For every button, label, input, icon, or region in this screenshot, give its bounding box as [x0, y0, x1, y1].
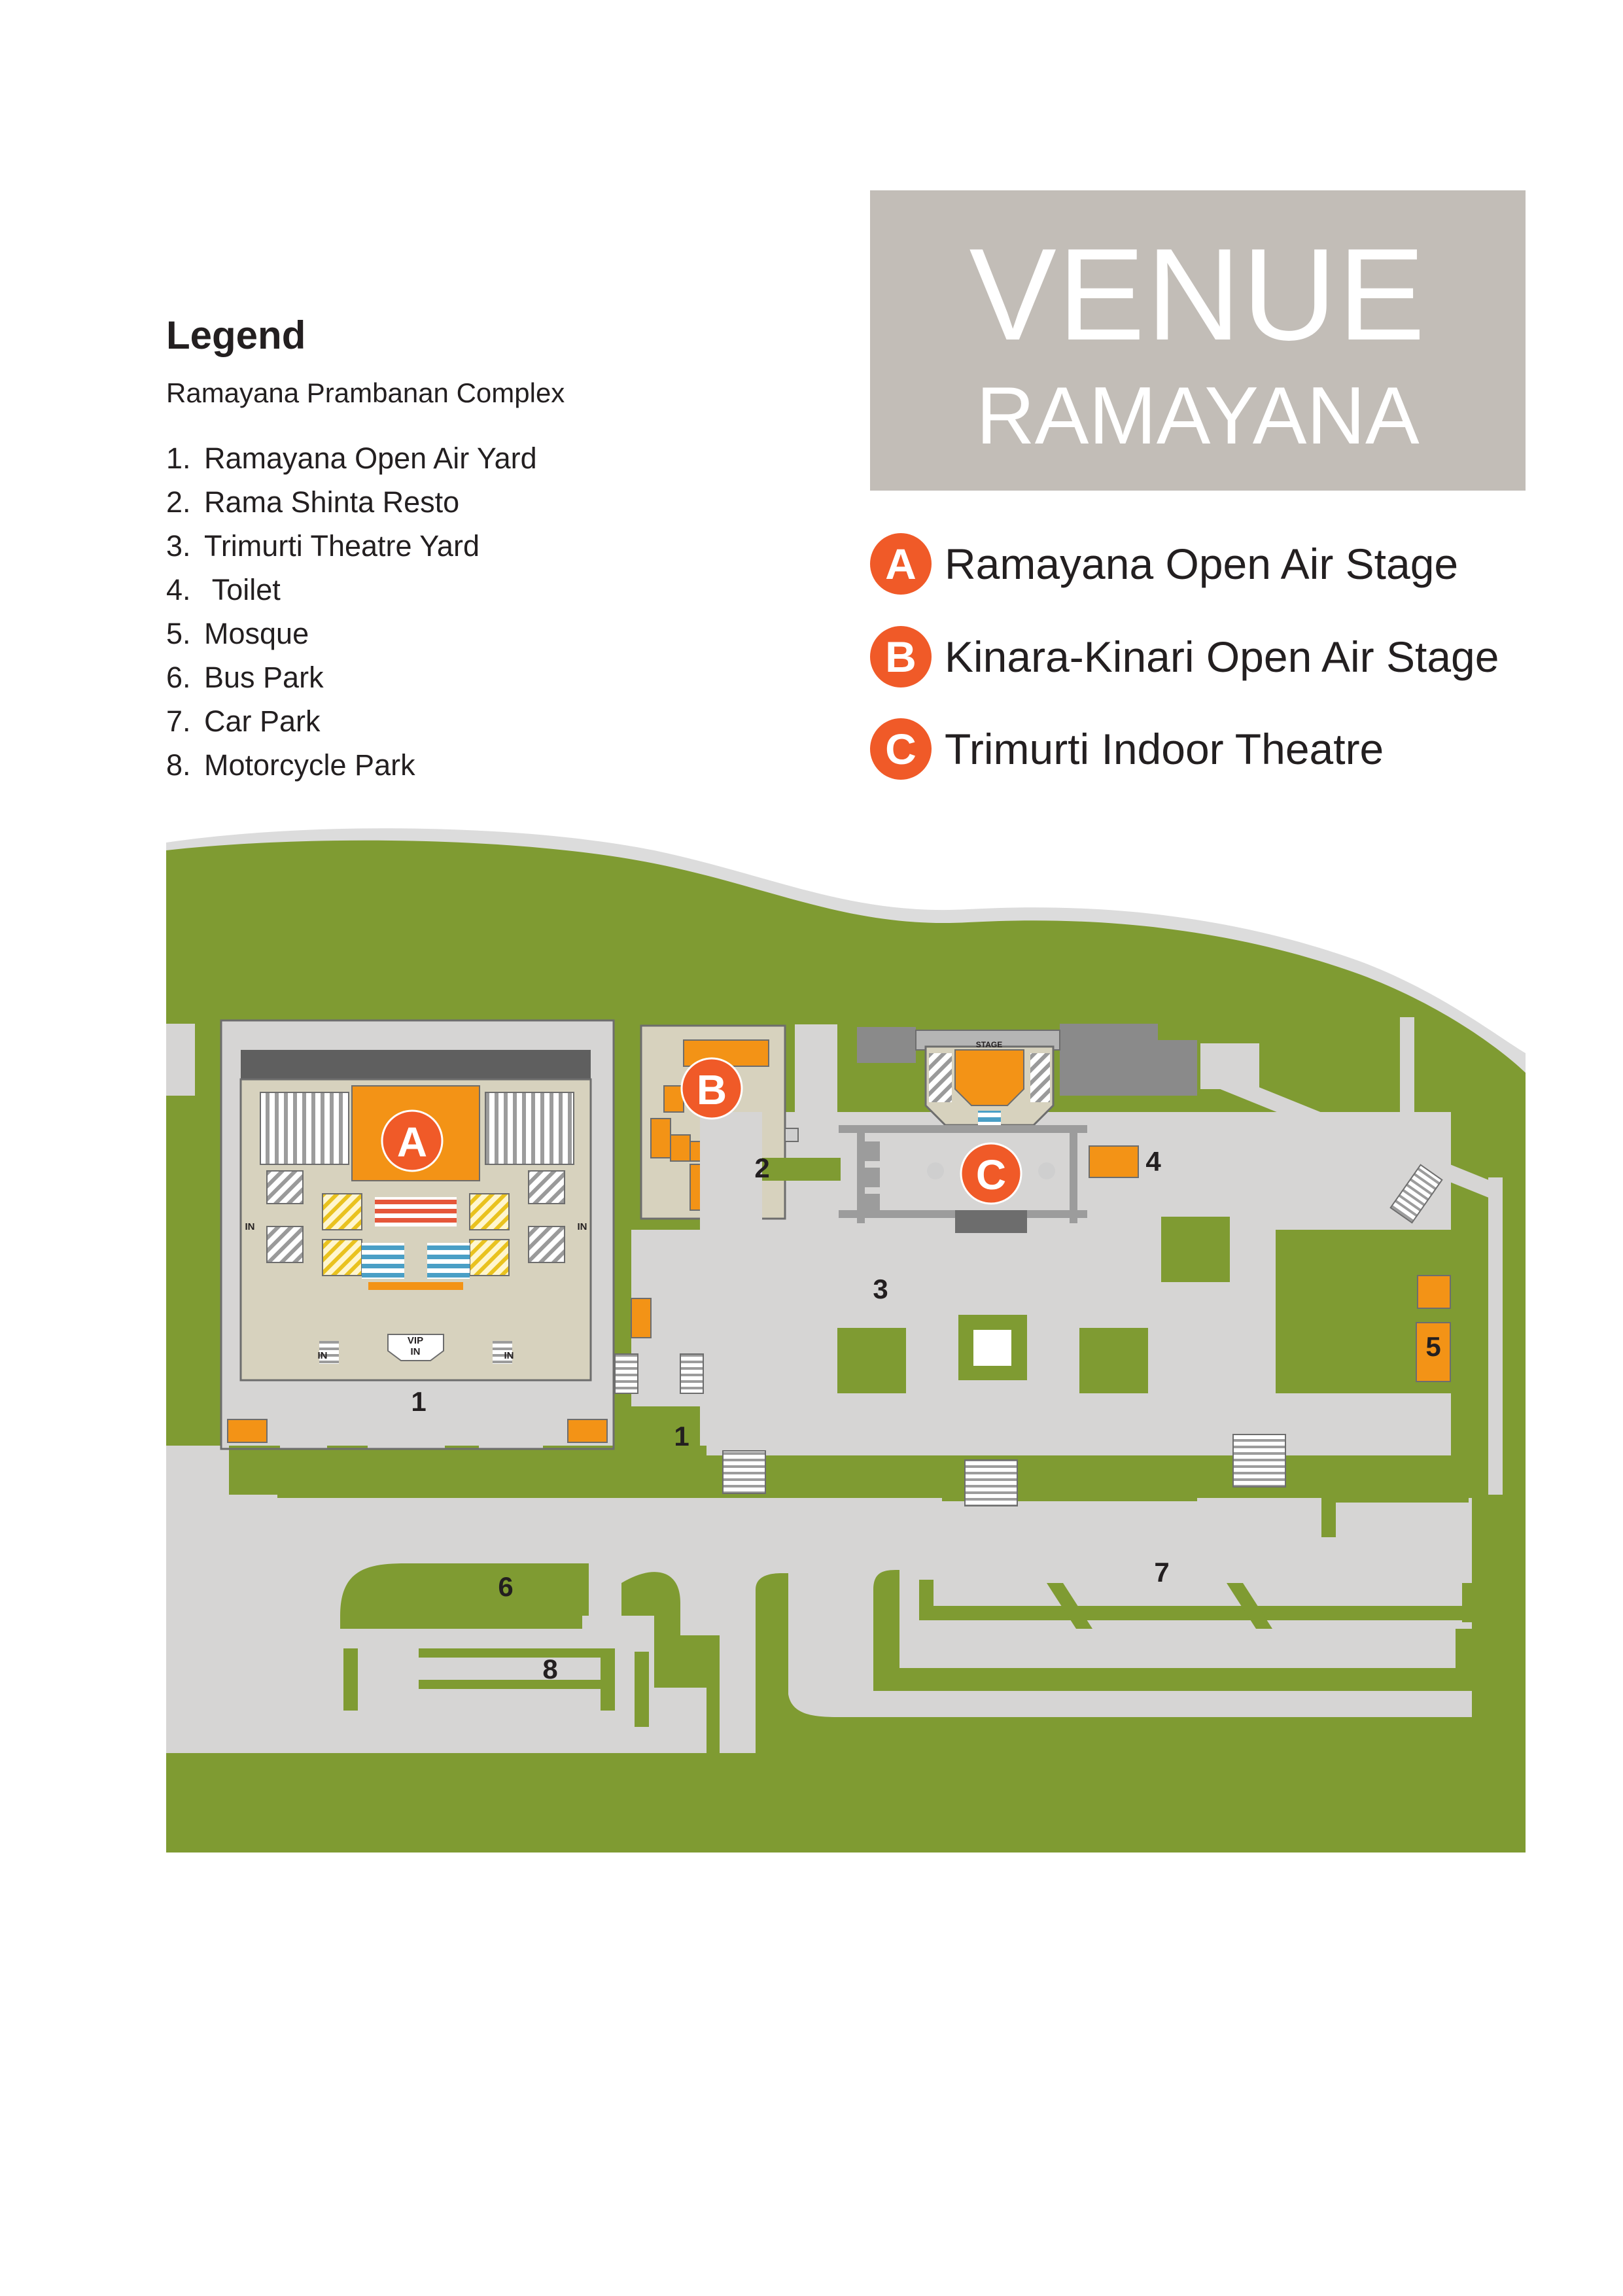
stage-c-marker: C [960, 1142, 1022, 1205]
kiosk-left [227, 1419, 268, 1443]
seating-blue-left [362, 1243, 404, 1279]
stage-badge-b: B [870, 626, 932, 687]
legend-item-number: 8. [166, 748, 191, 782]
marker-yard-1: 1 [411, 1386, 426, 1417]
seating-blue-right [427, 1243, 470, 1279]
marker-car-park-7: 7 [1154, 1557, 1169, 1588]
venue-title-box: VENUE RAMAYANA [870, 190, 1526, 491]
stage-name-a: Ramayana Open Air Stage [945, 540, 1459, 588]
stage-sign-label: STAGE [976, 1040, 1002, 1049]
legend-item: 8. Motorcycle Park [166, 743, 565, 787]
venue-subtitle: RAMAYANA [976, 371, 1420, 461]
ticket-kiosk [631, 1298, 652, 1338]
stage-name-b: Kinara-Kinari Open Air Stage [945, 633, 1499, 681]
legend-item: 2. Rama Shinta Resto [166, 480, 565, 524]
vip-entrance [387, 1334, 444, 1361]
marker-moto-park-8: 8 [542, 1654, 557, 1684]
stage-b-marker: B [680, 1057, 743, 1120]
legend-item: 6. Bus Park [166, 655, 565, 699]
legend-item-label: Ramayana Open Air Yard [204, 442, 537, 475]
legend-item: 3. Trimurti Theatre Yard [166, 524, 565, 568]
open-air-yard-outline [220, 1019, 615, 1450]
entrance-label-right: IN [578, 1221, 587, 1232]
marker-bus-park-6: 6 [498, 1571, 513, 1602]
marker-theatre-yard-3: 3 [873, 1274, 888, 1304]
kiosk-right [567, 1419, 608, 1443]
legend-item-number: 6. [166, 661, 191, 694]
stage-key-c: C Trimurti Indoor Theatre [870, 718, 1384, 780]
legend-list: 1. Ramayana Open Air Yard 2. Rama Shinta R… [166, 436, 565, 787]
stage-badge-a: A [870, 533, 932, 595]
marker-resto-2: 2 [754, 1153, 769, 1183]
legend-item-number: 1. [166, 442, 191, 475]
legend-item: 4. Toilet [166, 568, 565, 612]
entrance-label-bottom-left: IN [318, 1350, 328, 1361]
stage-a-marker-label: A [397, 1119, 427, 1166]
venue-title: VENUE [969, 222, 1427, 368]
marker-toilet-4: 4 [1145, 1146, 1161, 1177]
stage-name-c: Trimurti Indoor Theatre [945, 725, 1384, 773]
entrance-label-left: IN [245, 1221, 255, 1232]
legend-item-number: 7. [166, 704, 191, 738]
entrance-label-bottom-right: IN [504, 1350, 514, 1361]
stage-badge-c: C [870, 718, 932, 780]
stage-key-a: A Ramayana Open Air Stage [870, 533, 1458, 595]
marker-mosque-5: 5 [1425, 1331, 1440, 1362]
stage-a-marker: A [381, 1109, 444, 1172]
legend-item-label: Rama Shinta Resto [204, 485, 460, 519]
legend-item-number: 2. [166, 485, 191, 519]
vip-in-label: IN [411, 1346, 421, 1357]
legend-item-number: 5. [166, 617, 191, 650]
legend-item-label: Toilet [204, 573, 281, 606]
legend-item: 1. Ramayana Open Air Yard [166, 436, 565, 480]
legend-item-label: Car Park [204, 704, 321, 738]
legend: Legend Ramayana Prambanan Complex 1. Rama… [166, 313, 565, 787]
seating-red [375, 1197, 457, 1226]
marker-yard-1b: 1 [674, 1421, 689, 1452]
legend-item-label: Mosque [204, 617, 309, 650]
legend-item-label: Trimurti Theatre Yard [204, 529, 480, 563]
legend-item: 5. Mosque [166, 612, 565, 655]
trimurti-stage [954, 1049, 1024, 1106]
legend-item: 7. Car Park [166, 699, 565, 743]
stage-key-b: B Kinara-Kinari Open Air Stage [870, 626, 1499, 687]
toilet-building [1089, 1145, 1139, 1178]
trimurti-yard [837, 1217, 1452, 1393]
legend-item-number: 4. [166, 573, 191, 606]
legend-subtitle: Ramayana Prambanan Complex [166, 377, 565, 408]
legend-item-label: Bus Park [204, 661, 324, 694]
stage-b-marker-label: B [697, 1066, 727, 1113]
stage-c-marker-label: C [976, 1151, 1006, 1198]
mosque-annex [1417, 1275, 1451, 1309]
legend-item-number: 3. [166, 529, 191, 563]
legend-item-label: Motorcycle Park [204, 748, 415, 782]
legend-title: Legend [166, 313, 306, 357]
vip-label: VIP [408, 1335, 423, 1346]
mosque-building [1416, 1322, 1451, 1382]
